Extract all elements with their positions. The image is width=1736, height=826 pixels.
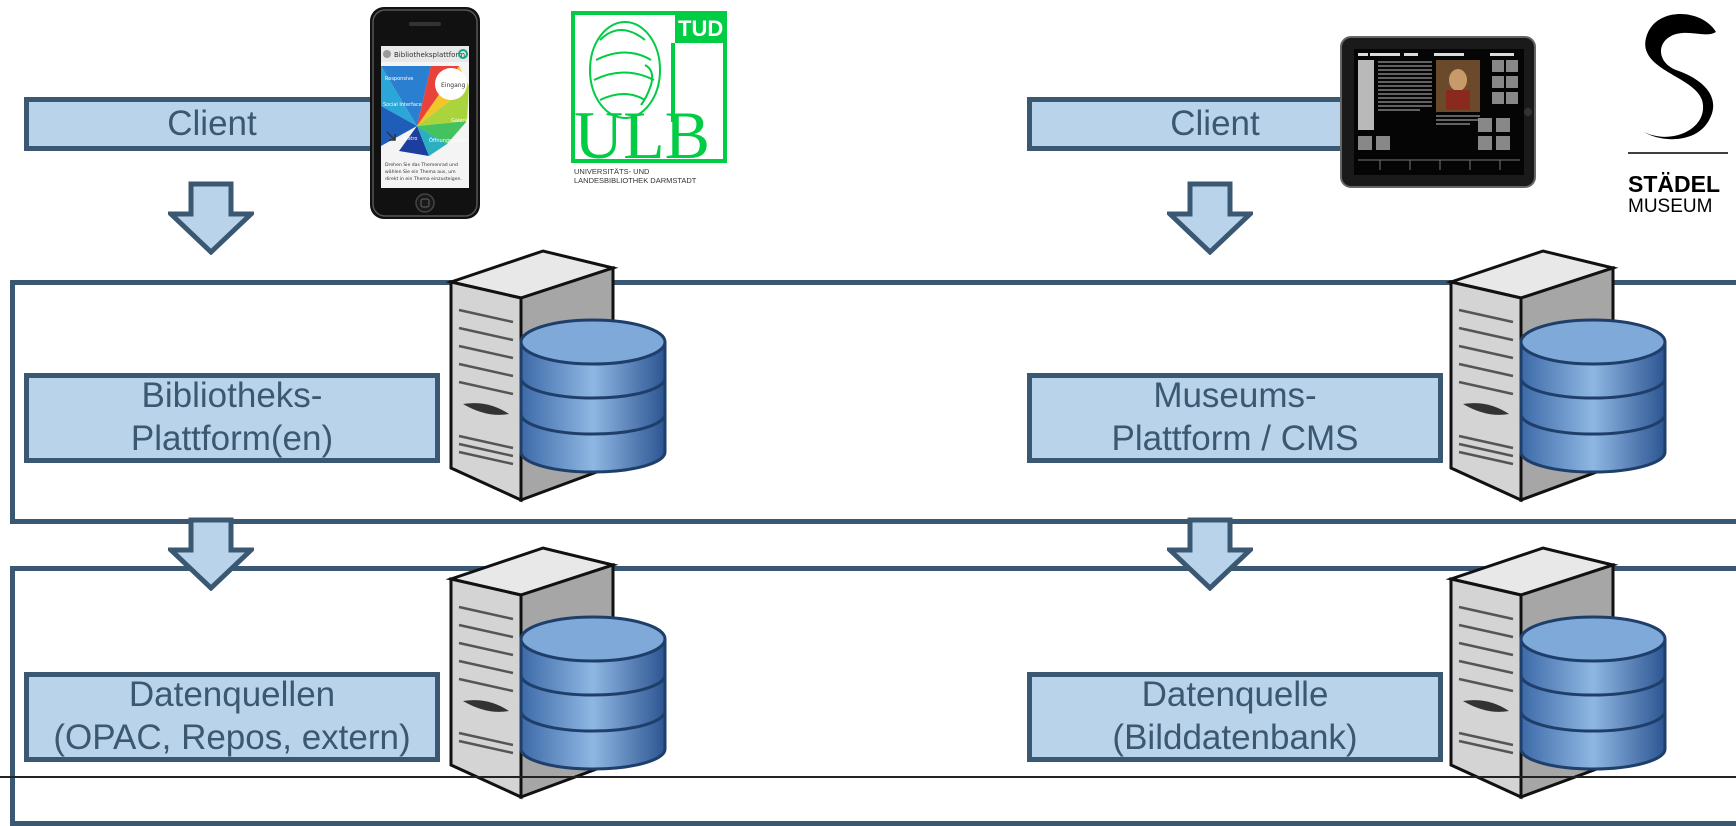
server-database-icon: [1445, 249, 1667, 503]
server-database-icon: [445, 249, 667, 503]
ulb-logo: TUD ULB UNIVERSITÄTS- UND LANDESBIBLIOTH…: [571, 11, 727, 185]
right-platform-box: Museums- Plattform / CMS: [1027, 373, 1443, 463]
phone-help-text: Drehen Sie das Themenrad und: [385, 162, 458, 168]
ulb-logo-tud: TUD: [678, 16, 723, 41]
database-icon: [519, 318, 667, 474]
database-icon: [1519, 318, 1667, 474]
right-sources-box: Datenquelle (Bilddatenbank): [1027, 672, 1443, 762]
staedel-logo-line1: STÄDEL: [1628, 171, 1720, 197]
database-icon: [1519, 615, 1667, 771]
arrow-icon: [386, 131, 396, 141]
arrow-down-icon: [1167, 517, 1253, 591]
phone-help-text: wählen Sie ein Thema aus, um: [385, 169, 456, 175]
left-sources-line1: Datenquellen: [128, 675, 336, 715]
tablet-icon: [1340, 36, 1536, 188]
footer-divider: [0, 776, 1736, 778]
phone-wheel-center: Eingang: [441, 82, 466, 89]
phone-wheel-item: Bistro: [403, 136, 417, 142]
staedel-logo: STÄDEL MUSEUM: [1628, 13, 1728, 214]
left-platform-line1: Bibliotheks-: [141, 376, 323, 416]
right-sources-line1: Datenquelle: [1141, 675, 1329, 715]
left-client-box: Client: [24, 97, 400, 151]
phone-wheel-item: Responsive: [385, 76, 413, 82]
smartphone-icon: Bibliotheksplattform Eingang Responsive …: [370, 7, 480, 219]
ulb-logo-sub2: LANDESBIBLIOTHEK DARMSTADT: [574, 176, 697, 185]
left-sources-line2: (OPAC, Repos, extern): [53, 718, 411, 757]
right-sources-line2: (Bilddatenbank): [1112, 718, 1358, 757]
left-sources-box: Datenquellen (OPAC, Repos, extern): [24, 672, 440, 762]
server-database-icon: [445, 546, 667, 800]
platform-layer-frame: [10, 280, 1736, 524]
server-database-icon: [1445, 546, 1667, 800]
arrow-down-icon: [168, 181, 254, 255]
phone-app-title: Bibliotheksplattform: [394, 51, 465, 59]
phone-wheel-item: Öffnungszeiten: [429, 137, 467, 144]
left-client-label: Client: [167, 103, 257, 143]
ulb-logo-sub1: UNIVERSITÄTS- UND: [574, 167, 650, 176]
phone-wheel-item: Galerie: [451, 118, 469, 124]
right-client-label: Client: [1170, 103, 1260, 143]
phone-wheel-item: Social Interface: [383, 102, 422, 108]
phone-help-text: direkt in ein Thema einzusteigen.: [385, 176, 462, 182]
staedel-logo-line2: MUSEUM: [1628, 196, 1712, 214]
right-platform-line2: Plattform / CMS: [1111, 419, 1359, 458]
ulb-logo-text: ULB: [574, 97, 710, 173]
arrow-down-icon: [1167, 181, 1253, 255]
right-platform-line1: Museums-: [1153, 376, 1317, 416]
left-platform-box: Bibliotheks- Plattform(en): [24, 373, 440, 463]
arrow-down-icon: [168, 517, 254, 591]
database-icon: [519, 615, 667, 771]
left-platform-line2: Plattform(en): [130, 419, 334, 458]
